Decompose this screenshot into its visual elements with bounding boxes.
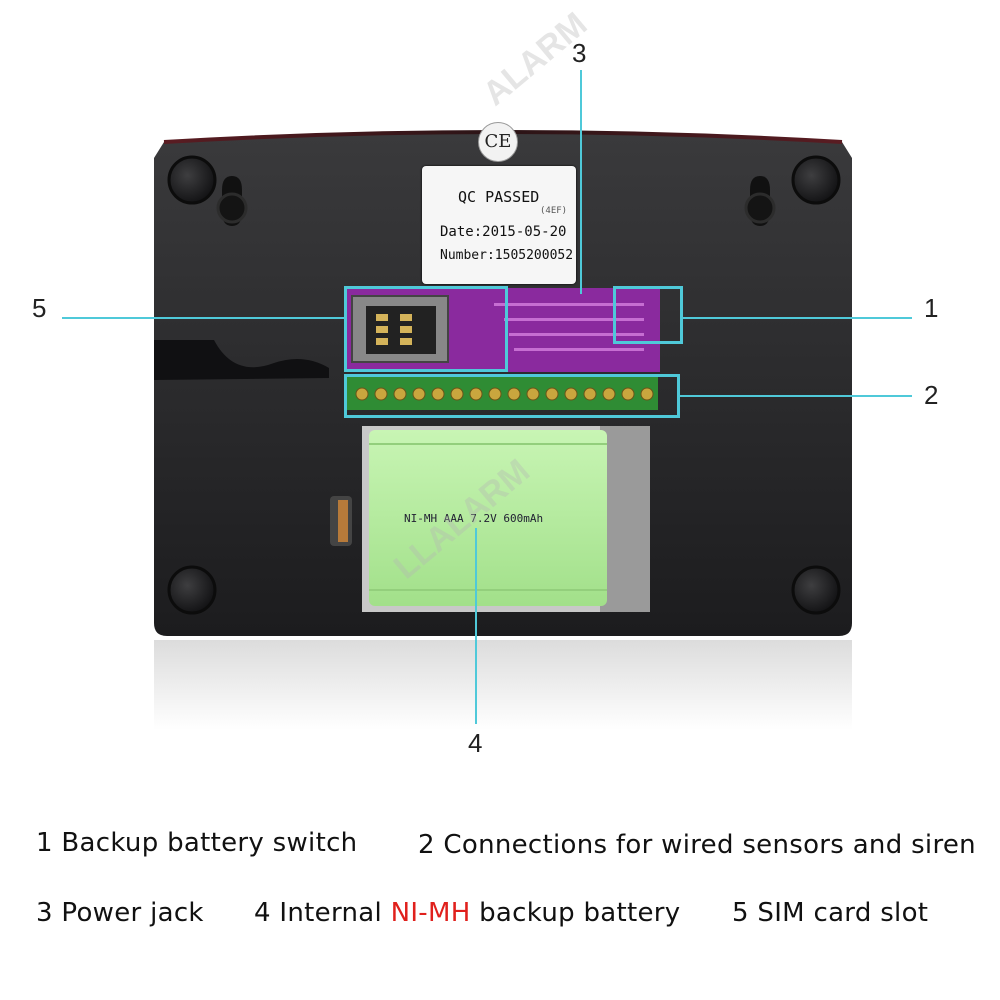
callout-3: 3 bbox=[572, 38, 587, 68]
terminal-screw bbox=[374, 387, 388, 401]
terminal-screw bbox=[450, 387, 464, 401]
ce-mark: CE bbox=[478, 122, 518, 162]
device-reflection bbox=[154, 640, 852, 730]
battery-label: NI-MH AAA 7.2V 600mAh bbox=[404, 512, 544, 525]
caption-1: 1 Backup battery switch bbox=[36, 828, 358, 858]
caption-2: 2 Connections for wired sensors and sire… bbox=[418, 830, 976, 860]
terminal-screw bbox=[640, 387, 654, 401]
qc-title: QC PASSED bbox=[458, 188, 540, 206]
terminal-screw bbox=[431, 387, 445, 401]
highlight-sim-slot bbox=[344, 286, 508, 372]
qc-number: Number:1505200052 bbox=[440, 248, 574, 263]
terminal-screw bbox=[602, 387, 616, 401]
terminal-screw bbox=[545, 387, 559, 401]
terminal-screw bbox=[564, 387, 578, 401]
device-illustration bbox=[154, 130, 852, 636]
callout-2: 2 bbox=[924, 380, 939, 410]
highlight-terminals bbox=[344, 374, 680, 418]
caption-3: 3 Power jack bbox=[36, 898, 204, 928]
terminal-screw bbox=[469, 387, 483, 401]
terminal-screw bbox=[583, 387, 597, 401]
terminal-screw bbox=[621, 387, 635, 401]
qc-date: Date:2015-05-20 bbox=[440, 224, 567, 240]
callout-1: 1 bbox=[924, 293, 939, 323]
qc-code: (4EF) bbox=[540, 206, 568, 216]
caption-4: 4 Internal NI-MH backup battery bbox=[254, 898, 680, 928]
caption-4-suffix: backup battery bbox=[470, 898, 681, 928]
device-body bbox=[154, 128, 852, 636]
terminal-screw bbox=[412, 387, 426, 401]
callout-4: 4 bbox=[468, 728, 483, 758]
terminal-screw bbox=[393, 387, 407, 401]
terminal-screw bbox=[507, 387, 521, 401]
caption-4-prefix: 4 Internal bbox=[254, 898, 391, 928]
caption-5: 5 SIM card slot bbox=[732, 898, 929, 928]
terminal-screw bbox=[355, 387, 369, 401]
qc-label: QC PASSED (4EF) Date:2015-05-20 Number:1… bbox=[422, 166, 576, 284]
caption-4-highlight: NI-MH bbox=[390, 898, 471, 928]
terminal-screw bbox=[488, 387, 502, 401]
callout-5: 5 bbox=[32, 293, 47, 323]
highlight-switch bbox=[613, 286, 683, 344]
terminal-screw bbox=[526, 387, 540, 401]
